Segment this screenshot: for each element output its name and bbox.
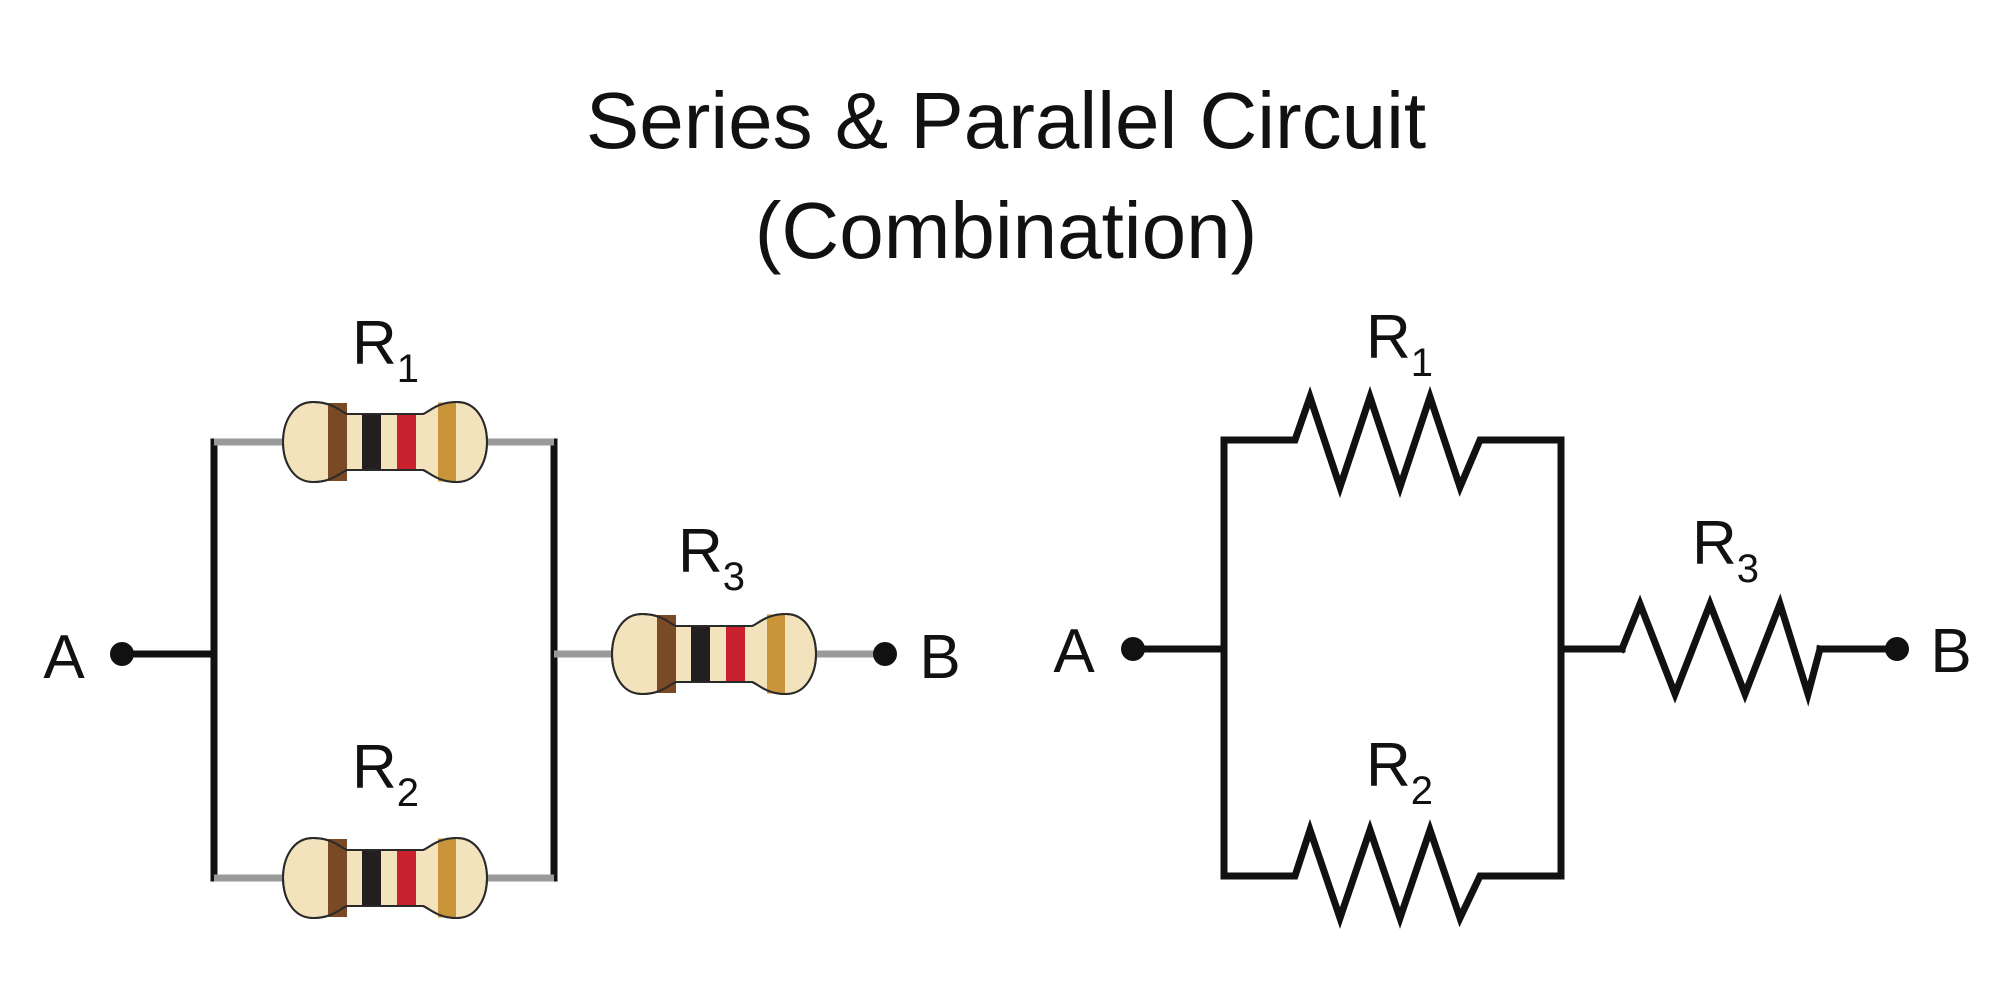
resistor-leads xyxy=(214,438,885,882)
label-r2: R2 xyxy=(1366,731,1433,813)
terminal-b-dot xyxy=(1885,637,1909,661)
terminal-a-label: A xyxy=(1053,617,1095,686)
right-wires xyxy=(1129,436,1901,880)
left-wires xyxy=(118,438,558,882)
resistor-r2-realistic xyxy=(282,837,488,919)
terminal-a-dot xyxy=(110,642,134,666)
left-circuit: A B R1 R2 R3 xyxy=(43,309,961,919)
terminal-a-label: A xyxy=(43,623,85,692)
label-r1: R1 xyxy=(1366,303,1433,385)
zigzag-r1 xyxy=(1220,385,1565,499)
right-circuit: A B R1 R2 R3 xyxy=(1053,303,1972,929)
label-r3: R3 xyxy=(1692,509,1759,591)
resistor-r3-realistic xyxy=(611,613,817,695)
label-r2: R2 xyxy=(352,733,419,815)
label-r3: R3 xyxy=(678,517,745,599)
terminal-b-dot xyxy=(873,642,897,666)
terminal-a-dot xyxy=(1121,637,1145,661)
resistor-r1-realistic xyxy=(282,401,488,483)
terminal-b-label: B xyxy=(1930,617,1971,686)
label-r1: R1 xyxy=(352,309,419,391)
terminal-b-label: B xyxy=(919,623,960,692)
title-line-1: Series & Parallel Circuit xyxy=(586,76,1426,165)
zigzag-r3 xyxy=(1617,593,1825,707)
zigzag-r2 xyxy=(1220,818,1565,929)
title-line-2: (Combination) xyxy=(755,186,1257,275)
